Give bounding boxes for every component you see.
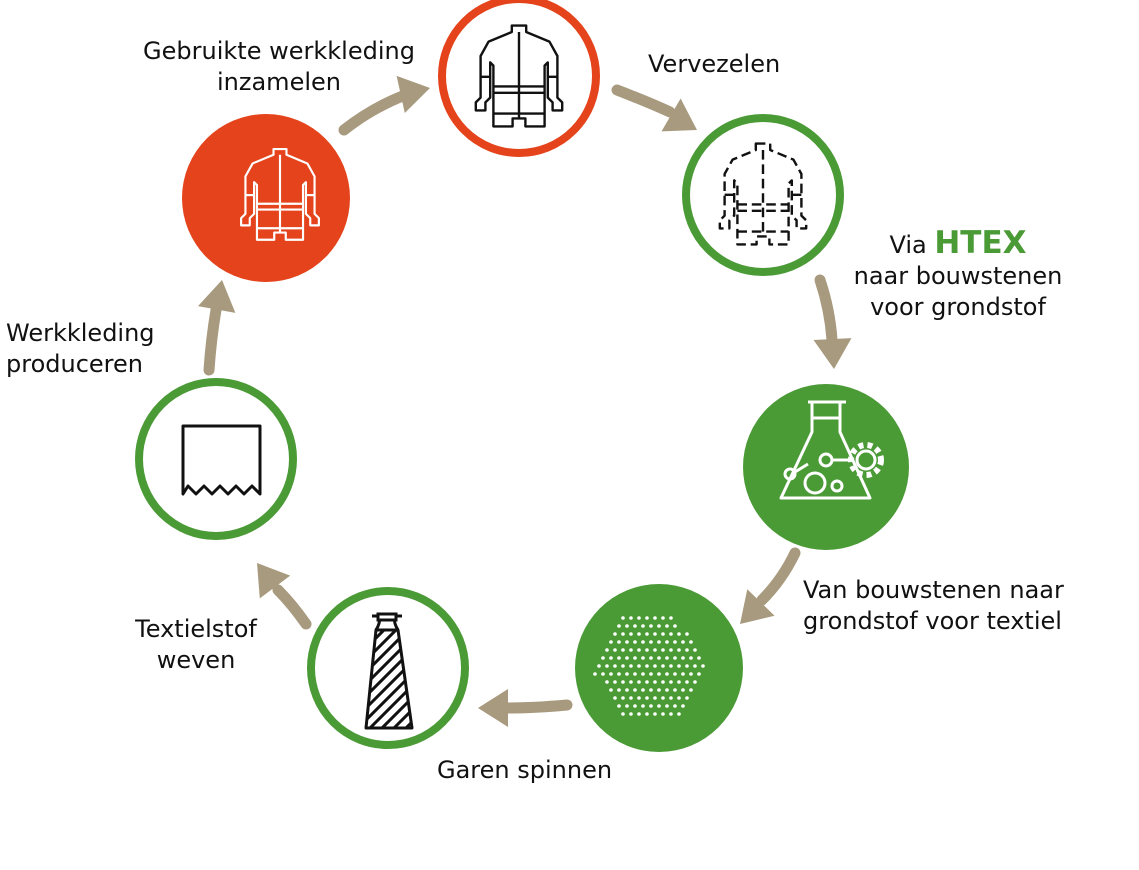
arrow-chem-to-spin-head xyxy=(740,589,775,624)
step-shred-line1: Vervezelen xyxy=(648,50,781,78)
step-chem-line1: Van bouwstenen naar xyxy=(803,576,1064,604)
step-weave-line2: weven xyxy=(156,646,236,674)
step-collect-circle xyxy=(182,114,350,282)
arrow-shred-to-htex xyxy=(611,84,676,118)
step-chem-node xyxy=(743,384,909,550)
step-produce-label: Werkkleding produceren xyxy=(6,318,155,380)
step-collect-line2: inzamelen xyxy=(217,68,341,96)
arrow-collect-to-shred-head xyxy=(396,75,430,114)
step-chem-label: Van bouwstenen naar grondstof voor texti… xyxy=(803,575,1064,637)
arrow-collect-to-shred xyxy=(338,89,411,136)
step-produce-node xyxy=(135,378,297,540)
step-shred-node xyxy=(438,0,600,157)
step-collect-node xyxy=(182,114,350,282)
arrow-htex-to-chem xyxy=(814,274,838,346)
arrow-chem-to-spin xyxy=(756,547,801,606)
fabric-icon xyxy=(181,424,262,496)
step-spin-line1: Garen spinnen xyxy=(437,756,613,784)
step-weave-node xyxy=(307,587,469,749)
step-shred-label: Vervezelen xyxy=(648,49,780,80)
step-weave-circle xyxy=(307,587,469,749)
step-htex-line2: naar bouwstenen xyxy=(853,262,1063,290)
step-htex-node xyxy=(682,114,844,276)
step-spin-node xyxy=(575,584,743,752)
step-produce-circle xyxy=(135,378,297,540)
dot-hexagon-icon xyxy=(593,616,705,716)
step-weave-line1: Textielstof xyxy=(135,615,257,643)
arrow-produce-to-collect-head xyxy=(197,280,236,313)
htex-brand: HTEX xyxy=(934,225,1027,261)
step-chem-line2: grondstof voor textiel xyxy=(803,607,1062,635)
step-collect-line1: Gebruikte werkkleding xyxy=(143,37,415,65)
step-spin-circle xyxy=(575,584,743,752)
step-htex-line1: Via HTEX xyxy=(846,228,1070,261)
step-produce-line2: produceren xyxy=(6,350,143,378)
step-htex-label: Via HTEX naar bouwstenen voor grondstof xyxy=(846,228,1070,323)
step-htex-line3: voor grondstof xyxy=(870,293,1046,321)
step-spin-label: Garen spinnen xyxy=(437,755,612,786)
arrow-htex-to-chem-head xyxy=(813,338,852,369)
arrow-weave-to-produce xyxy=(272,584,312,630)
arrow-shred-to-htex-head xyxy=(661,98,697,132)
step-weave-label: Textielstof weven xyxy=(121,614,271,676)
arrow-weave-to-produce-head xyxy=(257,563,291,599)
arrow-spin-to-weave-head xyxy=(478,689,508,727)
arrow-spin-to-weave xyxy=(502,699,573,714)
flask-gear-icon xyxy=(779,400,884,500)
arrow-produce-to-collect xyxy=(203,304,222,376)
step-produce-line1: Werkkleding xyxy=(6,319,155,347)
step-htex-prefix: Via xyxy=(889,231,927,259)
step-collect-label: Gebruikte werkkleding inzamelen xyxy=(138,36,420,98)
